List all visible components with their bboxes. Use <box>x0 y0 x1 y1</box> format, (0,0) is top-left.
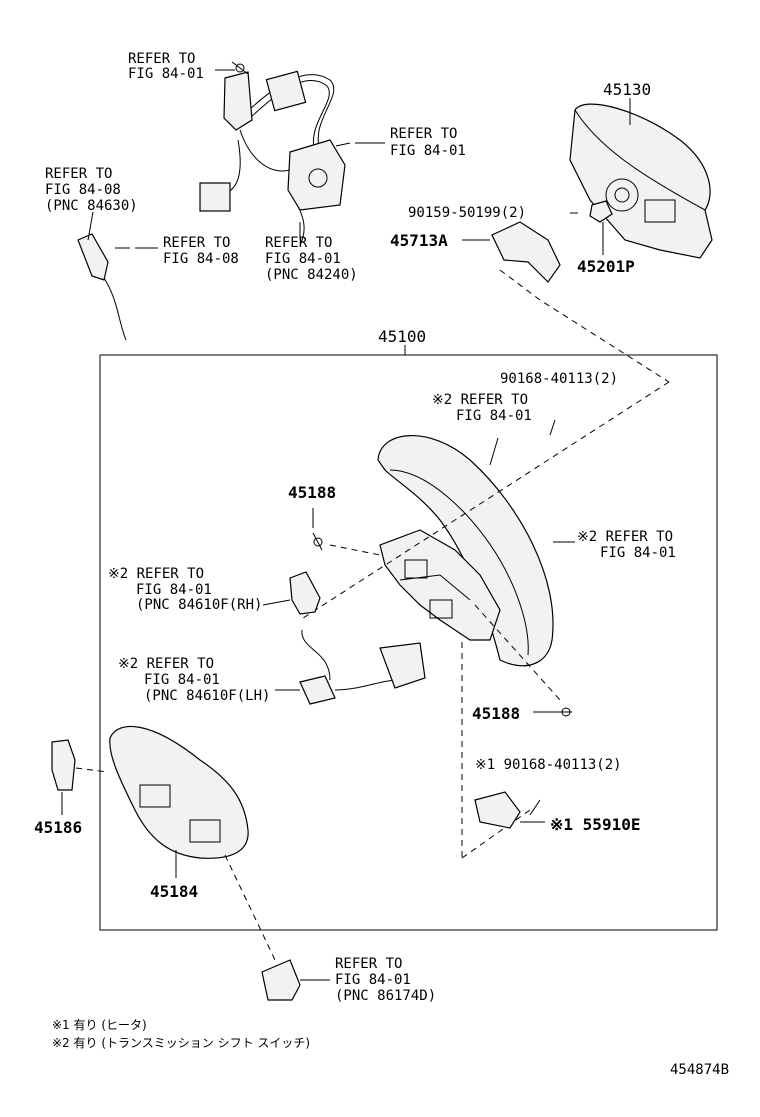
part-55910E-label: ※1 55910E <box>550 815 640 834</box>
part-45186-label: 45186 <box>34 818 82 837</box>
part-45130-label: 45130 <box>603 80 651 99</box>
switch-84630-illustration <box>77 211 130 341</box>
airbag-45130-illustration <box>569 103 713 259</box>
switch-LH-illustration <box>299 629 426 705</box>
callout-refer-8408a-line1: REFER TO <box>45 166 112 182</box>
part-45201P-label: 45201P <box>577 257 635 276</box>
callout-refer-mid2-line1: ※2 REFER TO <box>577 529 673 545</box>
assembly-45100-box <box>99 354 718 931</box>
callout-refer-8408b-line1: REFER TO <box>163 235 230 251</box>
heater-55910E-illustration <box>474 791 521 829</box>
callout-refer-8408a-line2: FIG 84-08 <box>45 182 121 198</box>
footnote-2: ※2 有り (トランスミッション シフト スイッチ) <box>52 1036 310 1050</box>
callout-refer-84240-line3: (PNC 84240) <box>265 267 358 283</box>
illustration-id: 454874B <box>670 1062 729 1078</box>
callout-refer-84240-line1: REFER TO <box>265 235 332 251</box>
part-45713A-label: 45713A <box>390 231 448 250</box>
callout-refer-bottom-line1: REFER TO <box>335 956 402 972</box>
callout-refer-rh-line3: (PNC 84610F(RH) <box>136 597 262 613</box>
callout-refer-top1-line1: REFER TO <box>128 51 195 67</box>
part-45100-label: 45100 <box>378 327 426 346</box>
footnote-1: ※1 有り (ヒータ) <box>52 1018 147 1032</box>
callout-refer-bottom-line2: FIG 84-01 <box>335 972 411 988</box>
part-45184-label: 45184 <box>150 882 198 901</box>
callout-refer-mid1-line1: ※2 REFER TO <box>432 392 528 408</box>
cover-45186-illustration <box>51 739 76 791</box>
lower-cover-45184-illustration <box>109 725 249 859</box>
callout-refer-mid2-line2: FIG 84-01 <box>600 545 676 561</box>
nut-45201P-illustration <box>589 200 613 223</box>
callout-refer-mid1-line2: FIG 84-01 <box>456 408 532 424</box>
wire-harness-illustration <box>199 61 351 246</box>
part-45188-a-label: 45188 <box>288 483 336 502</box>
callout-refer-lh-line2: FIG 84-01 <box>144 672 220 688</box>
part-90168-bottom-label: ※1 90168-40113(2) <box>475 757 622 773</box>
callout-refer-top2-line1: REFER TO <box>390 126 457 142</box>
part-90159-label: 90159-50199(2) <box>408 205 526 221</box>
switch-86174D-illustration <box>261 959 301 1001</box>
part-90168-top-label: 90168-40113(2) <box>500 371 618 387</box>
callout-refer-bottom-line3: (PNC 86174D) <box>335 988 436 1004</box>
callout-refer-8408a-line3: (PNC 84630) <box>45 198 138 214</box>
part-45188-b-label: 45188 <box>472 704 520 723</box>
callout-refer-84240-line2: FIG 84-01 <box>265 251 341 267</box>
callout-refer-lh-line3: (PNC 84610F(LH) <box>144 688 270 704</box>
switch-RH-illustration <box>289 571 321 615</box>
callout-refer-lh-line1: ※2 REFER TO <box>118 656 214 672</box>
screw-icons <box>312 419 575 816</box>
callout-refer-top1-line2: FIG 84-01 <box>128 66 204 82</box>
callout-refer-rh-line2: FIG 84-01 <box>136 582 212 598</box>
cover-45713A-illustration <box>491 221 561 283</box>
steering-wheel-45100-illustration <box>377 435 554 667</box>
callout-refer-rh-line1: ※2 REFER TO <box>108 566 204 582</box>
callout-refer-8408b-line2: FIG 84-08 <box>163 251 239 267</box>
callout-refer-top2-line2: FIG 84-01 <box>390 143 466 159</box>
